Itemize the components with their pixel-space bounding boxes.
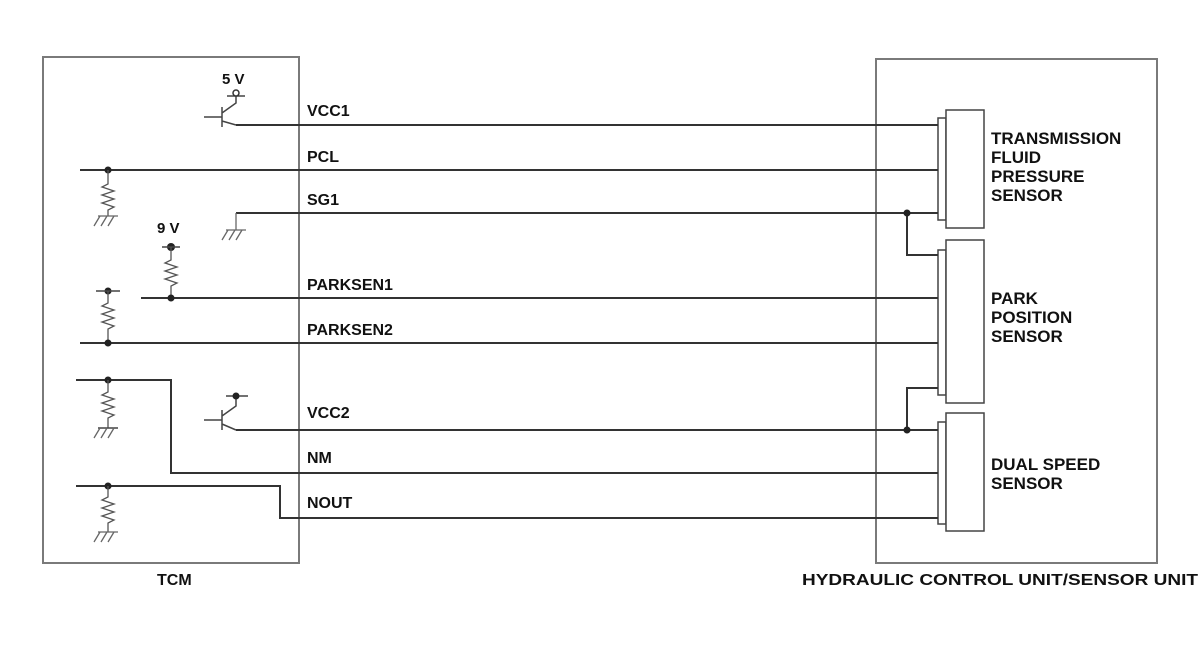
wire-nout (76, 485, 938, 519)
signal-label-parksen1: PARKSEN1 (307, 277, 393, 294)
pcl-pulldown-resistor (93, 166, 118, 227)
signal-label-sg1: SG1 (307, 192, 339, 209)
tcm-box (42, 56, 300, 564)
wire-sg1 (236, 209, 938, 256)
hydraulic-unit-label: HYDRAULIC CONTROL UNIT/SENSOR UNIT (802, 572, 1198, 589)
fluid-pressure-sensor-connector (937, 109, 985, 229)
signal-label-vcc2: VCC2 (307, 405, 350, 422)
park-position-sensor-connector (937, 239, 985, 404)
wire-nm (76, 379, 938, 474)
svg-text:SENSOR: SENSOR (991, 474, 1063, 493)
transistor-vcc2-symbol (204, 392, 248, 431)
signal-label-vcc1: VCC1 (307, 103, 350, 120)
tcm-label: TCM (157, 572, 192, 589)
svg-text:SENSOR: SENSOR (991, 186, 1063, 205)
svg-text:FLUID: FLUID (991, 148, 1041, 167)
nm-pulldown-resistor (93, 376, 118, 439)
signal-label-parksen2: PARKSEN2 (307, 322, 393, 339)
dual-speed-sensor-connector (937, 412, 985, 532)
voltage-9v-label: 9 V (157, 220, 180, 237)
parksen-divider-resistor (96, 287, 120, 347)
dual-speed-sensor-label: DUAL SPEED SENSOR (991, 455, 1100, 493)
transistor-5v-symbol (204, 89, 245, 127)
park-position-sensor-label: PARK POSITION SENSOR (991, 289, 1072, 346)
signal-label-nm: NM (307, 450, 332, 467)
svg-text:DUAL SPEED: DUAL SPEED (991, 455, 1100, 474)
fluid-pressure-sensor-label: TRANSMISSION FLUID PRESSURE SENSOR (991, 129, 1121, 205)
svg-text:PARK: PARK (991, 289, 1039, 308)
pullup-9v-resistor (162, 243, 180, 302)
signal-label-nout: NOUT (307, 495, 353, 512)
hydraulic-unit-box (875, 58, 1158, 564)
wire-vcc2 (236, 387, 938, 434)
signal-label-pcl: PCL (307, 149, 339, 166)
sg1-ground-symbol (221, 213, 246, 241)
svg-text:PRESSURE: PRESSURE (991, 167, 1085, 186)
svg-text:POSITION: POSITION (991, 308, 1072, 327)
svg-text:SENSOR: SENSOR (991, 327, 1063, 346)
svg-text:TRANSMISSION: TRANSMISSION (991, 129, 1121, 148)
nout-pulldown-resistor (93, 482, 118, 543)
voltage-5v-label: 5 V (222, 71, 245, 88)
